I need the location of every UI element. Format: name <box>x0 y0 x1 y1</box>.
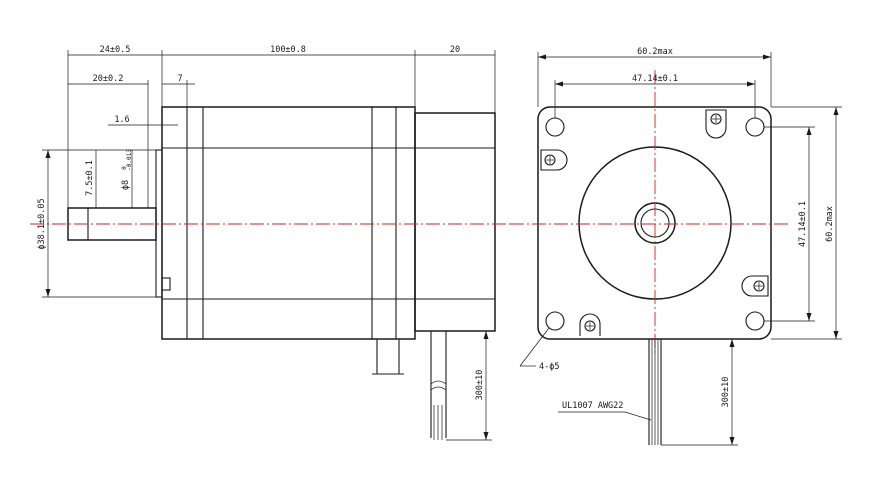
motor-body <box>161 106 416 340</box>
dim-hole-spacing-y: 47.14±0.1 <box>798 201 808 247</box>
pilot-boss <box>155 149 163 298</box>
side-view: 24±0.5 100±0.8 20 20±0.2 7 1.6 7.5±0.1 ϕ… <box>30 45 510 441</box>
label-holes: 4-ϕ5 <box>539 362 559 372</box>
notch <box>161 277 171 291</box>
mount-hole-tr <box>745 117 765 137</box>
wire-break <box>430 380 447 391</box>
dim-front-height: 60.2max <box>825 206 835 242</box>
screw-boss-top <box>705 109 727 139</box>
screw-boss-left <box>540 149 568 171</box>
label-wire: UL1007 AWG22 <box>562 401 623 411</box>
screw-boss-bottom <box>579 313 601 336</box>
dim-shaft-len: 20±0.2 <box>93 74 124 84</box>
mount-hole-tl <box>545 117 565 137</box>
mount-hole-br <box>745 311 765 331</box>
dim-flat-depth: 7.5±0.1 <box>85 160 95 196</box>
mount-hole-bl <box>545 311 565 331</box>
dim-body-len: 100±0.8 <box>270 45 306 55</box>
dim-total-shaft: 24±0.5 <box>100 45 131 55</box>
front-flange <box>537 106 772 340</box>
front-view: 60.2max 47.14±0.1 47.14±0.1 60.2max 300±… <box>510 47 842 446</box>
screw-boss-right <box>741 275 769 297</box>
dim-step: 1.6 <box>114 115 129 125</box>
dim-flange-thk: 7 <box>177 74 182 84</box>
rear-cap <box>414 112 496 332</box>
dim-shaft-dia-tol-top: 0 <box>121 166 128 170</box>
dim-shaft-dia: ϕ8 <box>121 180 131 190</box>
shaft <box>67 207 157 241</box>
dim-lead-len-side: 300±10 <box>475 370 485 401</box>
dim-shaft-dia-tol-bottom: -0.013 <box>126 149 133 171</box>
dim-lead-len-front: 300±10 <box>721 377 731 408</box>
dim-pilot-dia: ϕ38.1±0.05 <box>37 198 47 249</box>
dim-rear-cap: 20 <box>450 45 460 55</box>
dim-front-width: 60.2max <box>637 47 673 57</box>
dim-hole-spacing-x: 47.14±0.1 <box>632 74 678 84</box>
